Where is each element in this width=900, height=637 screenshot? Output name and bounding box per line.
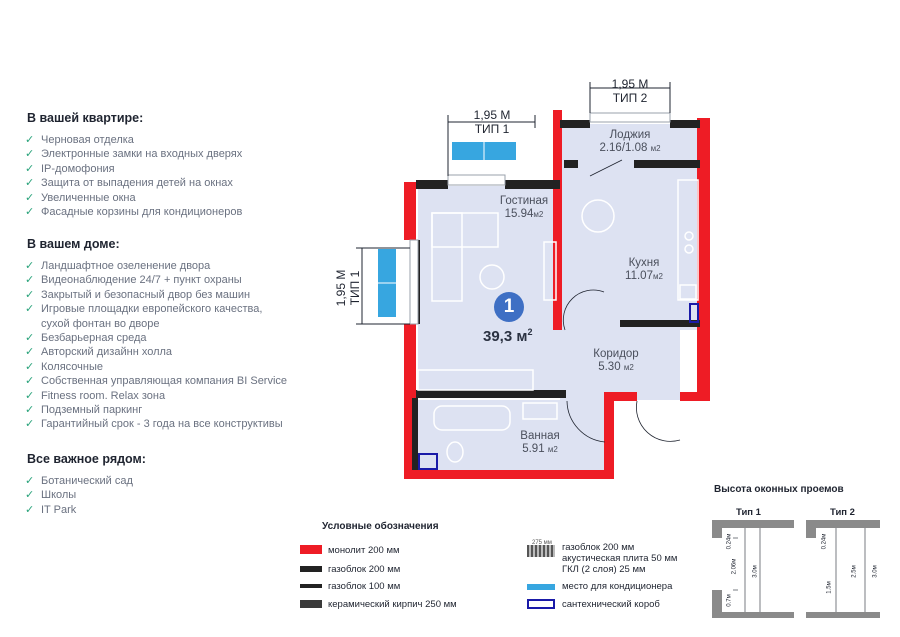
section-title-nearby: Все важное рядом: [27, 452, 146, 466]
check-icon: ✓ [25, 206, 35, 219]
check-icon: ✓ [25, 489, 35, 502]
check-icon: ✓ [25, 418, 35, 431]
check-icon: ✓ [25, 148, 35, 161]
legend-swatch-brick [300, 600, 322, 608]
check-icon: ✓ [25, 288, 35, 301]
list-item: ✓IT Park [25, 503, 77, 516]
list-item: ✓Собственная управляющая компания BI Ser… [25, 375, 288, 388]
floor-bath [418, 400, 611, 470]
dim-window-top-left: 1,95 М ТИП 1 [473, 108, 511, 136]
list-item: ✓IP-домофония [25, 162, 115, 175]
window-mark: 0.24м [821, 533, 828, 550]
list-item: ✓Защита от выпадения детей на окнах [25, 177, 233, 190]
list-item: ✓Ботанический сад [25, 475, 133, 487]
check-icon: ✓ [25, 475, 35, 487]
dim-window-top-right: 1,95 М ТИП 2 [611, 77, 649, 105]
list-item: ✓Черновая отделка [25, 134, 134, 146]
floor-living [418, 186, 560, 396]
list-item: ✓Колясочные [25, 360, 103, 373]
house-features-list: ✓Ландшафтное озеленение двора ✓Видеонабл… [25, 259, 287, 432]
room-loggia: Лоджия 2.16/1.08 м2 [599, 129, 661, 154]
check-icon: ✓ [25, 360, 35, 373]
windows [409, 112, 671, 325]
window-mark: 0.24м [726, 533, 733, 550]
floor-loggia [560, 124, 705, 164]
window-mark: 2.06м [731, 558, 738, 575]
list-item: ✓Подземный паркинг [25, 404, 143, 417]
window-type1-title: Тип 1 [736, 507, 761, 518]
total-area: 39,3 м2 [483, 327, 533, 345]
apartment-number-badge: 1 [494, 292, 524, 322]
legend-label: сантехнический короб [562, 599, 660, 610]
check-icon: ✓ [25, 162, 35, 175]
legend-title: Условные обозначения [322, 521, 439, 532]
list-item: ✓Игровые площадки европейского качества, [25, 303, 263, 316]
legend-note-275: 275 мм [532, 540, 552, 546]
check-icon: ✓ [25, 191, 35, 204]
check-icon: ✓ [25, 303, 35, 316]
apartment-features-list: ✓Черновая отделка ✓Электронные замки на … [25, 133, 242, 219]
legend-swatch-sanitary [527, 599, 555, 609]
room-kitchen: Кухня 11.07м2 [625, 257, 663, 282]
sanitary-boxes [418, 303, 699, 470]
room-bathroom: Ванная 5.91 м2 [520, 430, 560, 455]
check-icon: ✓ [25, 332, 35, 345]
nearby-list: ✓Ботанический сад ✓Школы ✓IT Park [25, 474, 133, 517]
doors [562, 159, 681, 443]
legend-swatch-monolith [300, 545, 322, 554]
window-mark: 3.0м [752, 565, 759, 578]
check-icon: ✓ [25, 346, 35, 359]
room-living: Гостиная 15.94м2 [499, 195, 549, 220]
window-mark: 1.5м [826, 581, 833, 594]
dimension-lines [356, 82, 671, 325]
legend-label: монолит 200 мм [328, 545, 400, 556]
check-icon: ✓ [25, 274, 35, 287]
window-mark: 2.5м [851, 565, 858, 578]
list-item: ✓Электронные замки на входных дверях [25, 148, 243, 161]
list-item: ✓Безбарьерная среда [25, 332, 147, 345]
legend-label-composite: газоблок 200 мм акустическая плита 50 мм… [562, 542, 678, 575]
section-title-apartment: В вашей квартире: [27, 111, 144, 125]
list-item: ✓Фасадные корзины для кондиционеров [25, 206, 243, 219]
list-item: ✓Ландшафтное озеленение двора [25, 260, 211, 272]
check-icon: ✓ [25, 260, 35, 272]
list-item: ✓Видеонаблюдение 24/7 + пункт охраны [25, 274, 242, 287]
legend-label: газоблок 200 мм [328, 564, 401, 575]
section-title-house: В вашем доме: [27, 237, 120, 251]
legend-swatch-ac [527, 584, 555, 590]
check-icon: ✓ [25, 375, 35, 388]
list-item: ✓Увеличенные окна [25, 191, 136, 204]
legend-label: газоблок 100 мм [328, 581, 401, 592]
legend-label: керамический кирпич 250 мм [328, 599, 457, 610]
check-icon: ✓ [25, 389, 35, 402]
check-icon: ✓ [25, 177, 35, 190]
list-item: ✓Авторский дизайнн холла [25, 346, 173, 359]
furniture [417, 179, 699, 463]
legend-swatch-block100 [300, 584, 322, 588]
window-heights-title: Высота оконных проемов [714, 484, 844, 495]
window-type2-title: Тип 2 [830, 507, 855, 518]
legend-swatch-composite [527, 545, 555, 557]
list-item: ✓Fitness room. Relax зона [25, 389, 166, 402]
list-item-continuation: сухой фонтан во дворе [41, 317, 160, 330]
floor-corridor [560, 330, 680, 400]
check-icon: ✓ [25, 404, 35, 417]
list-item: ✓Школы [25, 489, 77, 502]
list-item: ✓Закрытый и безопасный двор без машин [25, 288, 251, 301]
room-corridor: Коридор 5.30 м2 [593, 348, 639, 373]
floor-kitchen [560, 160, 700, 330]
check-icon: ✓ [25, 503, 35, 516]
window-mark: 0.7м [726, 594, 733, 607]
legend-swatch-block200 [300, 566, 322, 572]
window-mark: 3.0м [872, 565, 879, 578]
legend-label: место для кондиционера [562, 581, 673, 592]
list-item: ✓Гарантийный срок - 3 года на все констр… [25, 418, 283, 431]
check-icon: ✓ [25, 134, 35, 146]
